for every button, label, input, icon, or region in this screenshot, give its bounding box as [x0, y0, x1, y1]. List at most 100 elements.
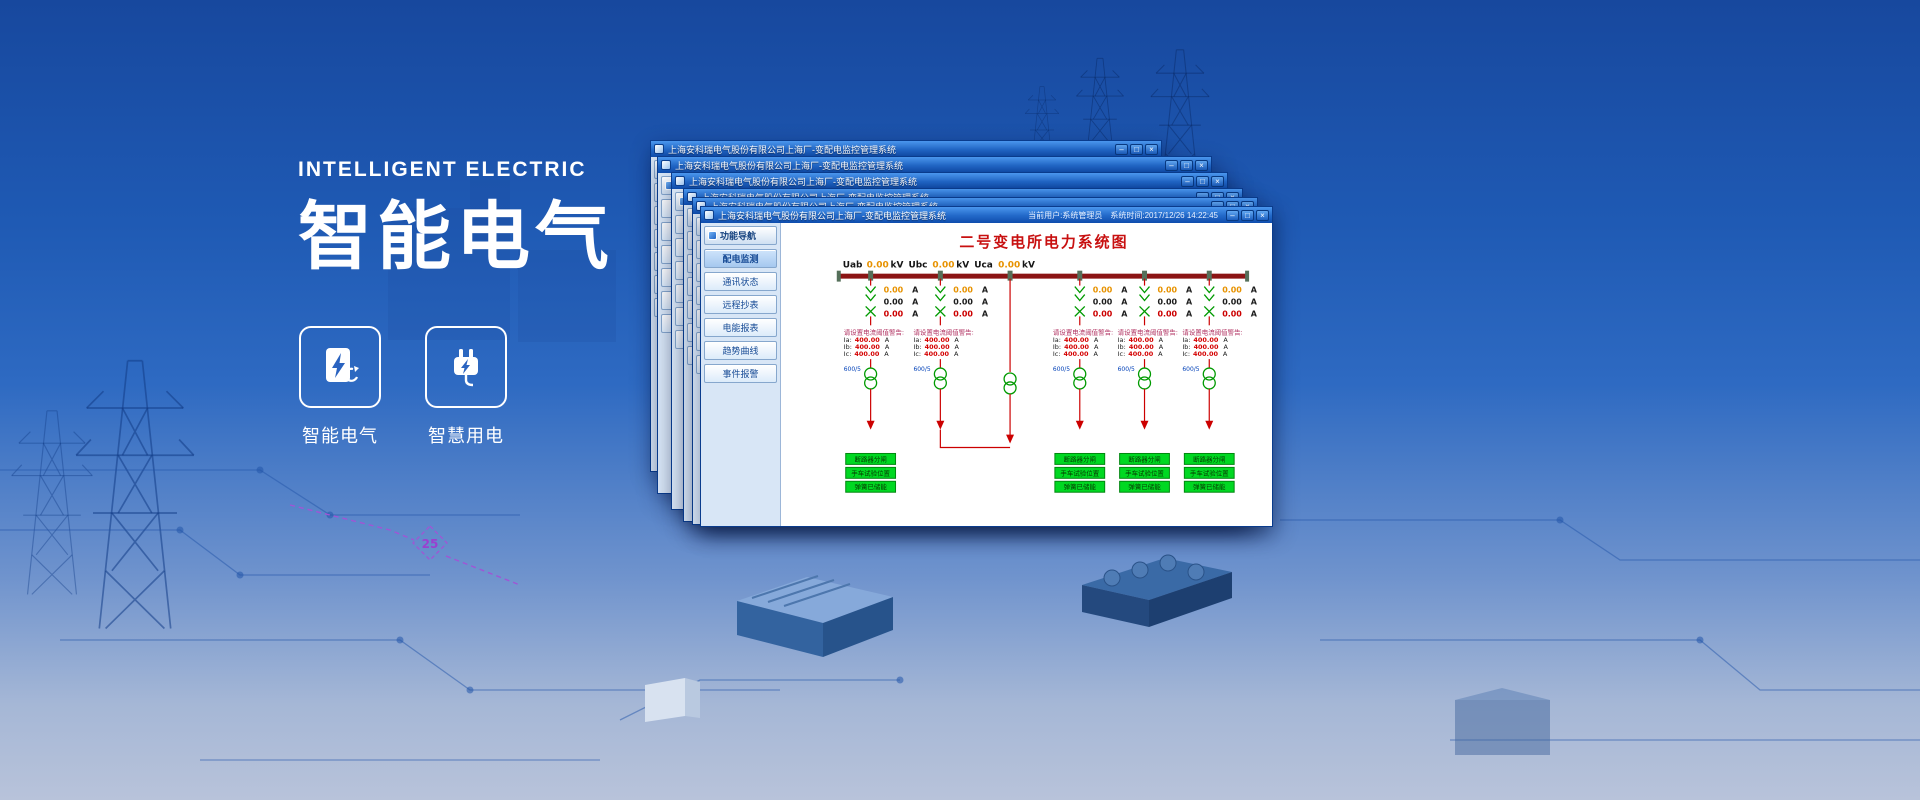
- svg-text:Ic:400.00A: Ic:400.00A: [913, 350, 959, 358]
- svg-text:手车试验位置: 手车试验位置: [1190, 468, 1229, 477]
- minimize-button[interactable]: –: [1165, 159, 1178, 171]
- nav-item-event-alarm[interactable]: 事件报警: [704, 364, 777, 383]
- breaker-open-button[interactable]: 断路器分闸: [1183, 452, 1235, 465]
- svg-text:600/5: 600/5: [913, 366, 930, 373]
- svg-text:0.00A: 0.00A: [884, 309, 920, 318]
- tie-link: [939, 429, 1011, 449]
- maximize-button[interactable]: □: [1130, 143, 1143, 155]
- nav-item-energy-report[interactable]: 电能报表: [704, 318, 777, 337]
- svg-text:Ib:400.00A: Ib:400.00A: [1182, 343, 1228, 351]
- window-titlebar[interactable]: 上海安科瑞电气股份有限公司上海厂-变配电监控管理系统 – □ ×: [672, 173, 1227, 189]
- close-button[interactable]: ×: [1145, 143, 1158, 155]
- svg-text:断路器分闸: 断路器分闸: [1193, 454, 1225, 463]
- svg-text:断路器分闸: 断路器分闸: [1128, 454, 1160, 463]
- window-titlebar[interactable]: 上海安科瑞电气股份有限公司上海厂-变配电监控管理系统 – □ ×: [651, 141, 1161, 157]
- factory-building: [737, 575, 893, 657]
- svg-text:弹簧已储能: 弹簧已储能: [1064, 482, 1097, 491]
- svg-text:0.00A: 0.00A: [953, 309, 989, 318]
- window-titlebar[interactable]: 上海安科瑞电气股份有限公司上海厂-变配电监控管理系统 – □ ×: [658, 157, 1211, 173]
- svg-text:弹簧已储能: 弹簧已储能: [1128, 482, 1161, 491]
- breaker-open-button[interactable]: 断路器分闸: [1119, 452, 1170, 465]
- spring-charged-button[interactable]: 弹簧已储能: [1054, 480, 1106, 493]
- svg-text:0.00A: 0.00A: [884, 297, 920, 306]
- breaker-open-button[interactable]: 断路器分闸: [845, 452, 897, 465]
- svg-text:0.00A: 0.00A: [953, 286, 989, 295]
- feature-card-smart-power: 智慧用电: [424, 325, 508, 448]
- svg-text:0.00A: 0.00A: [1222, 286, 1258, 295]
- window-title: 上海安科瑞电气股份有限公司上海厂-变配电监控管理系统: [718, 210, 946, 221]
- spring-charged-button[interactable]: 弹簧已储能: [1183, 480, 1235, 493]
- warehouse-building: [1455, 688, 1550, 755]
- window-icon: [654, 144, 664, 154]
- handcart-test-button[interactable]: 手车试验位置: [1183, 466, 1235, 479]
- maximize-button[interactable]: □: [1196, 175, 1209, 187]
- feature-card-label: 智能电气: [302, 425, 378, 446]
- svg-text:Ia:400.00A: Ia:400.00A: [1118, 336, 1164, 344]
- breaker-open-button[interactable]: 断路器分闸: [1054, 452, 1106, 465]
- svg-text:0.00A: 0.00A: [884, 286, 920, 295]
- svg-text:0.00: 0.00: [867, 261, 889, 271]
- svg-text:25: 25: [422, 537, 439, 551]
- nav-item-comm-status[interactable]: 通讯状态: [704, 272, 777, 291]
- svg-text:Ic:400.00A: Ic:400.00A: [1053, 350, 1099, 358]
- app-window-front[interactable]: 上海安科瑞电气股份有限公司上海厂-变配电监控管理系统 当前用户:系统管理员 系统…: [700, 206, 1273, 527]
- nav-sidebar: 功能导航 配电监测 通讯状态 远程抄表 电能报表 趋势曲线 事件报警: [701, 223, 781, 526]
- minimize-button[interactable]: –: [1226, 209, 1239, 221]
- svg-text:Ic:400.00A: Ic:400.00A: [1182, 350, 1228, 358]
- bus-bar: [836, 270, 1250, 282]
- svg-text:请设置电流阈值警告:: 请设置电流阈值警告:: [1118, 327, 1178, 336]
- svg-text:0.00A: 0.00A: [1093, 309, 1129, 318]
- handcart-test-button[interactable]: 手车试验位置: [1054, 466, 1106, 479]
- spring-charged-button[interactable]: 弹簧已储能: [845, 480, 897, 493]
- single-line-diagram: 二号变电所电力系统图 Uab 0.00 kV Ubc 0.00 kV Uca 0…: [836, 233, 1258, 493]
- svg-text:请设置电流阈值警告:: 请设置电流阈值警告:: [1053, 327, 1113, 336]
- svg-text:600/5: 600/5: [844, 366, 861, 373]
- handcart-test-button[interactable]: 手车试验位置: [1119, 466, 1170, 479]
- page-title: 智能电气: [298, 195, 614, 278]
- svg-text:Ia:400.00A: Ia:400.00A: [844, 336, 890, 344]
- svg-text:0.00A: 0.00A: [1157, 309, 1193, 318]
- minimize-button[interactable]: –: [1181, 175, 1194, 187]
- close-button[interactable]: ×: [1211, 175, 1224, 187]
- nav-item-remote-meter-reading[interactable]: 远程抄表: [704, 295, 777, 314]
- close-button[interactable]: ×: [1256, 209, 1269, 221]
- svg-text:请设置电流阈值警告:: 请设置电流阈值警告:: [913, 327, 973, 336]
- window-title: 上海安科瑞电气股份有限公司上海厂-变配电监控管理系统: [675, 160, 903, 171]
- feature-cards: 智能电气 智慧用电: [298, 325, 614, 448]
- svg-text:Uca: Uca: [974, 261, 993, 271]
- nav-header[interactable]: 功能导航: [704, 226, 777, 245]
- svg-text:Ib:400.00A: Ib:400.00A: [844, 343, 890, 351]
- svg-text:断路器分闸: 断路器分闸: [854, 454, 886, 463]
- spring-charged-button[interactable]: 弹簧已储能: [1119, 480, 1170, 493]
- circuit-traces: [0, 469, 1920, 761]
- plug-bolt-icon: [425, 325, 507, 408]
- svg-text:kV: kV: [891, 261, 904, 271]
- svg-text:0.00A: 0.00A: [1222, 297, 1258, 306]
- feature-card-smart-electric: 智能电气: [298, 325, 382, 448]
- handcart-test-button[interactable]: 手车试验位置: [845, 466, 897, 479]
- diagram-title: 二号变电所电力系统图: [959, 233, 1128, 251]
- maximize-button[interactable]: □: [1241, 209, 1254, 221]
- status-button-cluster: 断路器分闸 手车试验位置 弹簧已储能: [845, 452, 897, 493]
- svg-text:请设置电流阈值警告:: 请设置电流阈值警告:: [1182, 327, 1242, 336]
- bus-tie: [1003, 270, 1017, 444]
- window-titlebar[interactable]: 上海安科瑞电气股份有限公司上海厂-变配电监控管理系统 当前用户:系统管理员 系统…: [701, 207, 1272, 223]
- svg-text:0.00A: 0.00A: [1157, 297, 1193, 306]
- svg-text:0.00A: 0.00A: [953, 297, 989, 306]
- nav-item-power-monitor[interactable]: 配电监测: [704, 249, 777, 268]
- svg-text:0.00A: 0.00A: [1222, 309, 1258, 318]
- maximize-button[interactable]: □: [1180, 159, 1193, 171]
- voltage-readouts: Uab 0.00 kV Ubc 0.00 kV Uca 0.00 kV: [843, 261, 1035, 271]
- time-status: 系统时间:2017/12/26 14:22:45: [1110, 210, 1218, 220]
- svg-text:600/5: 600/5: [1118, 366, 1135, 373]
- svg-text:0.00A: 0.00A: [1093, 286, 1129, 295]
- svg-text:600/5: 600/5: [1182, 366, 1199, 373]
- window-icon: [661, 160, 671, 170]
- svg-text:请设置电流阈值警告:: 请设置电流阈值警告:: [844, 327, 904, 336]
- close-button[interactable]: ×: [1195, 159, 1208, 171]
- nav-item-trend-curve[interactable]: 趋势曲线: [704, 341, 777, 360]
- svg-text:Ia:400.00A: Ia:400.00A: [913, 336, 959, 344]
- minimize-button[interactable]: –: [1115, 143, 1128, 155]
